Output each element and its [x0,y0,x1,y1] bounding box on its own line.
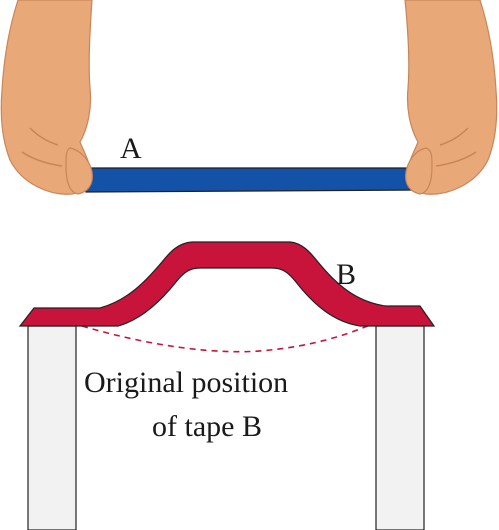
tape-a-label: A [120,132,142,165]
left-thumb [65,147,93,195]
right-thumb [405,147,433,195]
right-support [375,325,425,530]
tape-b-group: B Original position of tape B [18,241,436,530]
left-support [27,325,77,530]
tape-b-label: B [336,258,356,291]
original-position-line [81,323,373,353]
tape-a [85,167,419,193]
tape-b [18,241,436,327]
caption-line-1: Original position [84,366,288,399]
tape-a-group: A [0,0,498,195]
caption-line-2: of tape B [152,410,262,443]
